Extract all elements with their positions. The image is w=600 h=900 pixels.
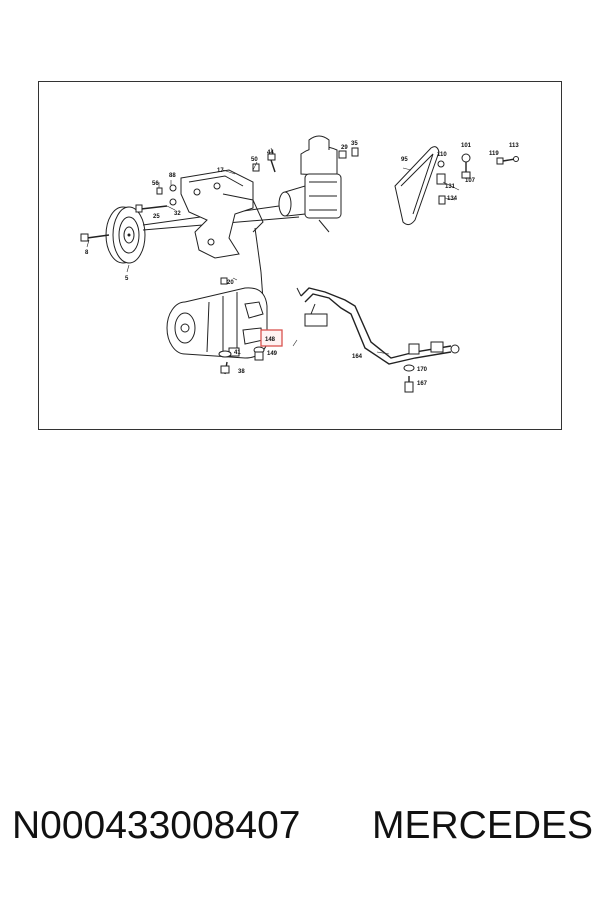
hose-assembly-drawing bbox=[296, 287, 460, 365]
part-number: N000433008407 bbox=[12, 804, 301, 847]
callout-101: 101 bbox=[461, 143, 472, 149]
callout-29: 29 bbox=[341, 145, 348, 151]
callout-88: 88 bbox=[169, 173, 176, 179]
hardware-right-lower bbox=[403, 364, 415, 393]
callout-95: 95 bbox=[401, 157, 408, 163]
callout-8: 8 bbox=[85, 250, 89, 256]
callout-20: 20 bbox=[227, 280, 234, 286]
callout-5: 5 bbox=[125, 276, 129, 282]
bolt-group-left bbox=[135, 184, 177, 213]
leader-lines bbox=[86, 147, 460, 355]
hardware-right-upper bbox=[436, 153, 471, 205]
callout-110: 110 bbox=[437, 152, 447, 158]
callout-17: 17 bbox=[217, 168, 224, 174]
pulley-drawing bbox=[80, 206, 146, 264]
callout-119: 119 bbox=[489, 151, 499, 157]
callout-170: 170 bbox=[417, 367, 428, 373]
callout-41: 41 bbox=[234, 350, 241, 356]
callout-50: 50 bbox=[251, 157, 258, 163]
callout-107: 107 bbox=[465, 178, 476, 184]
highlight-box-148[interactable] bbox=[260, 329, 283, 347]
compressor-drawing bbox=[166, 287, 268, 359]
callout-35: 35 bbox=[351, 141, 358, 147]
callout-38: 38 bbox=[238, 369, 245, 375]
callout-149: 149 bbox=[267, 351, 278, 357]
callout-113: 113 bbox=[509, 143, 519, 149]
callout-56: 56 bbox=[152, 181, 159, 187]
steering-pump-drawing bbox=[278, 135, 342, 233]
callout-131: 131 bbox=[445, 184, 456, 190]
product-footer: N000433008407 MERCEDES bbox=[0, 804, 600, 860]
callout-25: 25 bbox=[153, 214, 160, 220]
callout-167: 167 bbox=[417, 381, 428, 387]
fitting-29-35 bbox=[338, 147, 359, 159]
callout-164: 164 bbox=[352, 354, 363, 360]
hardware-lower bbox=[218, 346, 265, 375]
callout-44: 44 bbox=[267, 150, 274, 156]
brand-name: MERCEDES bbox=[372, 804, 594, 847]
hardware-right-top bbox=[496, 156, 519, 165]
part-20-drawing bbox=[220, 277, 228, 285]
callout-134: 134 bbox=[447, 196, 458, 202]
callout-148[interactable]: 148 bbox=[265, 337, 276, 343]
callout-32: 32 bbox=[174, 211, 181, 217]
parts-diagram: 5 8 17 20 25 29 32 35 38 41 44 50 56 88 … bbox=[38, 81, 562, 430]
belt-drawing bbox=[394, 146, 440, 226]
